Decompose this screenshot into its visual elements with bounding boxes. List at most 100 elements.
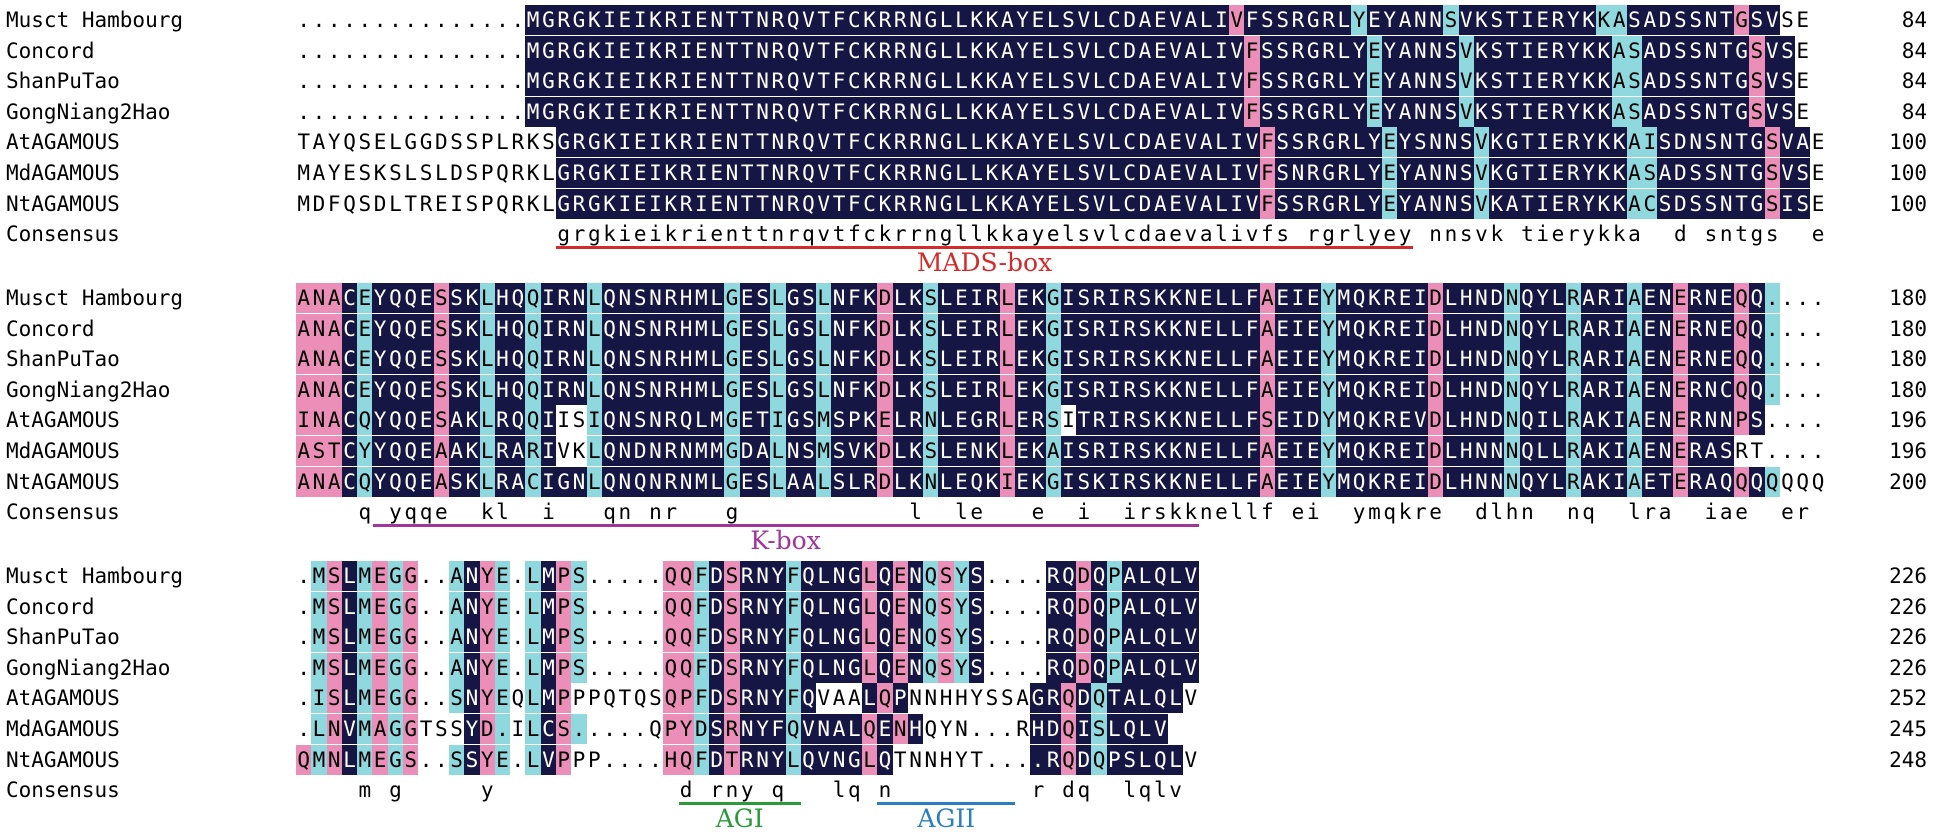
residue: R — [1688, 344, 1704, 375]
residue: I — [999, 466, 1015, 497]
residue: L — [341, 744, 358, 775]
residue: v — [1184, 222, 1198, 247]
residue: Q — [800, 127, 817, 158]
residue: Q — [511, 686, 525, 711]
residue: R — [663, 374, 679, 405]
residue: Q — [1519, 436, 1536, 466]
residue: N — [754, 5, 771, 35]
residue: Y — [770, 591, 786, 622]
residue: E — [1152, 35, 1168, 66]
residue: K — [572, 439, 586, 463]
residue: P — [480, 130, 494, 155]
residue: D — [1076, 622, 1092, 653]
residue: . — [1030, 744, 1046, 775]
residue: . — [1811, 439, 1825, 463]
residue: S — [1137, 283, 1153, 313]
residue: K — [999, 127, 1015, 158]
residue: N — [1657, 436, 1673, 466]
residue: E — [617, 5, 633, 35]
residue: V — [341, 714, 358, 744]
residue: S — [450, 130, 463, 155]
residue: T — [754, 158, 771, 188]
residue: A — [1137, 66, 1153, 97]
residue: L — [709, 283, 725, 313]
residue: A — [1412, 158, 1428, 188]
residue: Q — [525, 344, 541, 375]
residue: Q — [387, 374, 404, 405]
residue: N — [754, 561, 771, 591]
residue: S — [433, 405, 449, 436]
residue: L — [938, 436, 954, 466]
residue: F — [1259, 158, 1275, 188]
residue — [342, 775, 357, 805]
residue: L — [1137, 622, 1153, 653]
residue: L — [785, 744, 801, 775]
residue: L — [1229, 405, 1245, 436]
residue: l — [496, 500, 509, 525]
residue: . — [404, 8, 418, 32]
residue: S — [1275, 66, 1291, 97]
residue — [434, 219, 449, 249]
residue: K — [1030, 313, 1046, 344]
residue: L — [1167, 591, 1184, 622]
sequence-name: ShanPuTao — [6, 347, 120, 372]
residue: Q — [1733, 374, 1750, 405]
residue: . — [511, 69, 525, 94]
residue: S — [1259, 35, 1275, 66]
residue: Q — [1519, 283, 1536, 313]
residue: Q — [403, 374, 419, 405]
residue — [1000, 775, 1015, 805]
residue: I — [1519, 35, 1536, 66]
residue: N — [1427, 188, 1444, 219]
residue: l — [1062, 222, 1075, 247]
residue: Y — [1030, 158, 1046, 188]
residue: P — [1106, 622, 1123, 653]
residue: K — [647, 35, 664, 66]
residue: L — [1137, 683, 1153, 714]
residue: r — [1643, 500, 1657, 525]
residue: K — [1091, 466, 1107, 497]
residue: y — [389, 500, 402, 525]
residue: v — [817, 222, 831, 247]
residue: L — [1550, 374, 1566, 405]
residue: . — [297, 594, 310, 619]
residue: L — [525, 744, 541, 775]
residue: L — [1550, 405, 1566, 436]
residue: H — [907, 714, 924, 744]
residue: F — [1244, 5, 1260, 35]
residue: L — [434, 161, 448, 185]
residue: Q — [510, 313, 526, 344]
residue — [740, 497, 755, 527]
residue: L — [1336, 5, 1352, 35]
residue: R — [1550, 35, 1566, 66]
residue — [571, 497, 586, 527]
residue: L — [938, 35, 954, 66]
residue: . — [434, 655, 448, 680]
residue: D — [877, 313, 893, 344]
residue: Q — [1351, 405, 1367, 436]
residue: y — [1352, 500, 1366, 525]
residue: E — [1397, 405, 1413, 436]
residue: L — [816, 622, 832, 653]
residue: S — [1076, 436, 1092, 466]
residue: Q — [1091, 683, 1107, 714]
residue: M — [709, 436, 725, 466]
domain-underline — [372, 524, 1199, 528]
residue: G — [1045, 344, 1061, 375]
residue: V — [800, 66, 817, 97]
residue: Q — [525, 283, 541, 313]
residue: A — [1122, 622, 1138, 653]
residue: A — [1611, 66, 1627, 97]
residue: s — [1704, 222, 1718, 247]
residue: V — [1183, 127, 1199, 158]
residue: N — [831, 652, 847, 683]
residue: L — [693, 405, 710, 436]
residue: . — [511, 747, 525, 772]
residue: s — [1077, 222, 1091, 247]
residue: N — [1443, 188, 1459, 219]
residue: V — [1229, 5, 1245, 35]
residue — [464, 497, 479, 527]
residue: F — [1259, 188, 1275, 219]
residue: e — [1383, 222, 1397, 247]
residue: L — [1550, 466, 1566, 497]
